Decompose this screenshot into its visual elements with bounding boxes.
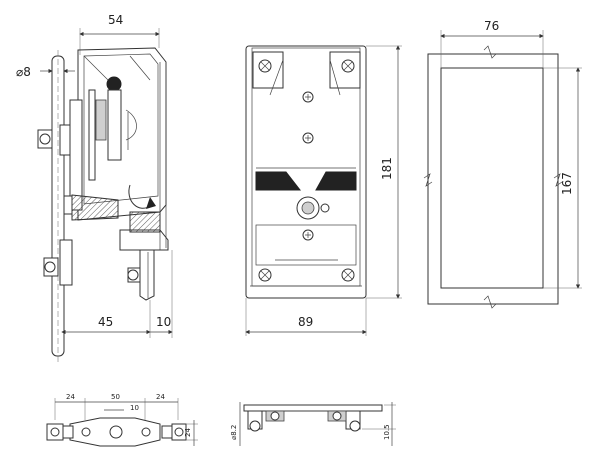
dim-side-bottom-left: 45 <box>98 315 113 329</box>
dim-bside-diameter-value: 8.2 <box>230 425 238 436</box>
dim-cutout-height: 167 <box>560 172 574 195</box>
dim-plan-right: 24 <box>156 393 165 401</box>
front-view: 181 89 <box>245 45 402 336</box>
dim-plan-center: 50 <box>111 393 120 401</box>
bottom-plan-view: 24 50 24 10 24 <box>46 393 198 447</box>
dim-side-bottom-right: 10 <box>156 315 171 329</box>
dim-side-diameter: ⌀8 <box>16 65 31 79</box>
cutout-view: 76 167 <box>423 19 582 309</box>
bottom-side-view: ⌀8.2 10.5 <box>230 402 396 446</box>
dim-cutout-width: 76 <box>484 19 499 33</box>
dim-side-diameter-value: 8 <box>23 65 31 79</box>
dim-plan-left: 24 <box>66 393 75 401</box>
dim-front-width: 89 <box>298 315 313 329</box>
dim-plan-side: 24 <box>184 428 192 437</box>
dim-bside-diameter: ⌀8.2 <box>230 425 238 440</box>
dim-side-top: 54 <box>108 13 123 27</box>
dim-front-height: 181 <box>380 157 394 180</box>
dim-bside-height: 10.5 <box>383 424 391 440</box>
side-view: 54 ⌀8 <box>16 13 173 362</box>
dim-plan-inner: 10 <box>130 404 139 412</box>
